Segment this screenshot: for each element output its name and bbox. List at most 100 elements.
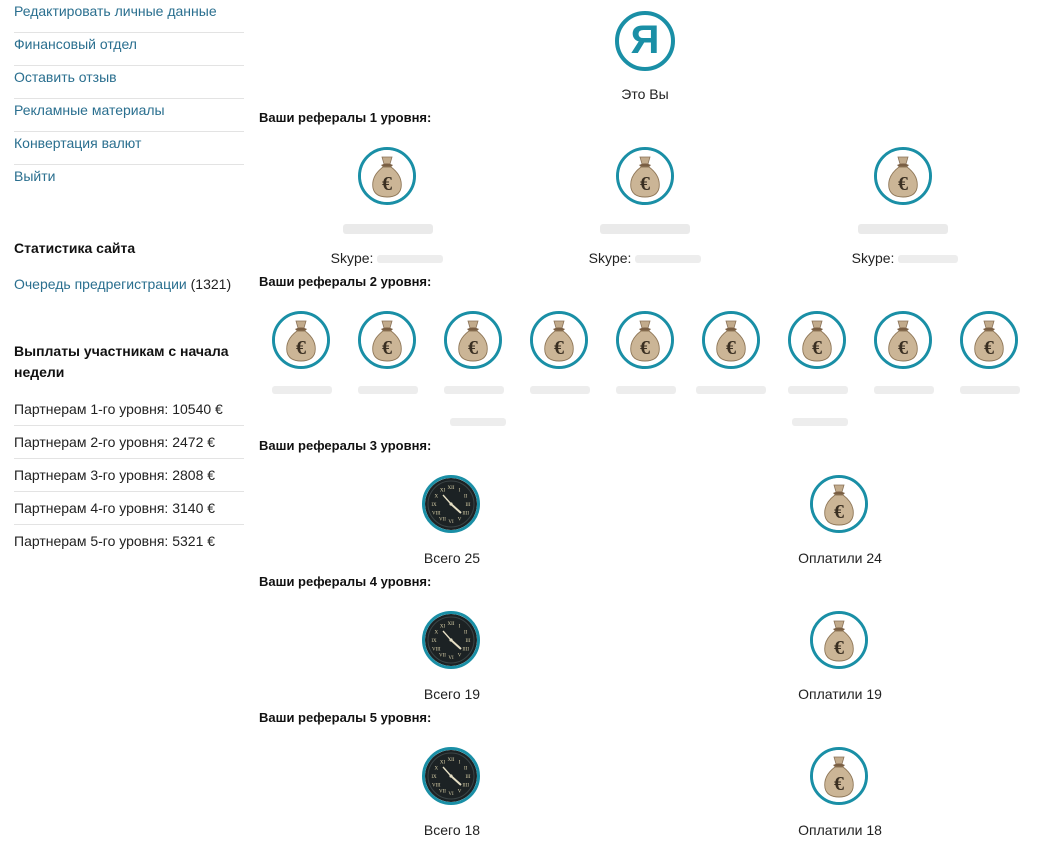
payout-level-3: Партнерам 3-го уровня: 2808 € xyxy=(14,459,244,492)
prereg-queue: Очередь предрегистрации (1321) xyxy=(14,273,244,295)
level-5-title: Ваши рефералы 5 уровня: xyxy=(259,710,432,725)
moneybag-euro-icon[interactable]: € xyxy=(616,311,674,369)
moneybag-euro-icon: € xyxy=(810,747,868,805)
svg-text:V: V xyxy=(458,654,462,659)
svg-text:VIII: VIII xyxy=(432,784,441,789)
you-caption: Это Вы xyxy=(621,86,669,102)
svg-text:VI: VI xyxy=(448,656,454,661)
payout-level-4: Партнерам 4-го уровня: 3140 € xyxy=(14,492,244,525)
svg-text:III: III xyxy=(466,775,471,780)
you-letter: Я xyxy=(630,18,660,62)
moneybag-euro-icon[interactable]: € xyxy=(530,311,588,369)
svg-text:XI: XI xyxy=(440,760,446,765)
svg-text:XI: XI xyxy=(440,488,446,493)
moneybag-euro-icon[interactable]: € xyxy=(358,147,416,205)
referral-skype: Skype: xyxy=(525,250,765,266)
skype-label: Skype: xyxy=(851,250,895,266)
svg-text:€: € xyxy=(834,637,844,659)
svg-text:€: € xyxy=(468,337,478,359)
svg-text:€: € xyxy=(382,173,392,195)
level-4-total: Всего 19 xyxy=(423,686,481,702)
blurred-referral-name xyxy=(358,386,418,394)
blurred-referral-name xyxy=(960,386,1020,394)
svg-text:II: II xyxy=(464,631,468,636)
blurred-referral-name xyxy=(600,224,690,234)
referral-skype: Skype: xyxy=(267,250,507,266)
svg-text:€: € xyxy=(640,173,650,195)
moneybag-euro-icon: € xyxy=(810,611,868,669)
svg-text:VIII: VIII xyxy=(432,512,441,517)
you-avatar: Я xyxy=(615,11,675,71)
moneybag-euro-icon[interactable]: € xyxy=(616,147,674,205)
blurred-referral-name xyxy=(788,386,848,394)
svg-text:V: V xyxy=(458,518,462,523)
svg-text:VIII: VIII xyxy=(432,648,441,653)
svg-text:XII: XII xyxy=(448,486,455,491)
moneybag-euro-icon[interactable]: € xyxy=(272,311,330,369)
blurred-referral-name xyxy=(616,386,676,394)
level-5-total: Всего 18 xyxy=(423,822,481,838)
svg-text:€: € xyxy=(834,501,844,523)
level-1-title: Ваши рефералы 1 уровня: xyxy=(259,110,432,125)
svg-text:€: € xyxy=(726,337,736,359)
menu-ad-materials[interactable]: Рекламные материалы xyxy=(14,99,244,132)
svg-text:VI: VI xyxy=(448,792,454,797)
skype-label: Skype: xyxy=(330,250,374,266)
moneybag-euro-icon[interactable]: € xyxy=(874,147,932,205)
menu-feedback[interactable]: Оставить отзыв xyxy=(14,66,244,99)
svg-text:€: € xyxy=(834,773,844,795)
menu-edit-profile[interactable]: Редактировать личные данные xyxy=(14,0,244,33)
svg-text:X: X xyxy=(434,631,438,636)
moneybag-euro-icon[interactable]: € xyxy=(960,311,1018,369)
payouts-heading: Выплаты участникам с начала недели xyxy=(14,343,229,380)
svg-text:€: € xyxy=(640,337,650,359)
moneybag-euro-icon[interactable]: € xyxy=(874,311,932,369)
svg-text:VII: VII xyxy=(439,518,446,523)
blurred-skype xyxy=(898,255,959,264)
svg-text:IIII: IIII xyxy=(462,784,469,789)
svg-text:III: III xyxy=(466,503,471,508)
svg-text:IX: IX xyxy=(431,775,437,780)
moneybag-euro-icon: € xyxy=(810,475,868,533)
payouts-list: Партнерам 1-го уровня: 10540 € Партнерам… xyxy=(14,393,244,558)
svg-text:I: I xyxy=(459,624,461,629)
svg-text:VII: VII xyxy=(439,790,446,795)
site-stats-heading: Статистика сайта xyxy=(14,240,136,256)
menu-currency-conversion[interactable]: Конвертация валют xyxy=(14,132,244,165)
level-3-title: Ваши рефералы 3 уровня: xyxy=(259,438,432,453)
svg-text:€: € xyxy=(812,337,822,359)
svg-text:V: V xyxy=(458,790,462,795)
blurred-referral-name xyxy=(874,386,934,394)
blurred-referral-name xyxy=(272,386,332,394)
blurred-skype xyxy=(377,255,444,264)
level-4-title: Ваши рефералы 4 уровня: xyxy=(259,574,432,589)
prereg-queue-link[interactable]: Очередь предрегистрации xyxy=(14,276,187,292)
svg-text:IX: IX xyxy=(431,639,437,644)
level-4-paid: Оплатили 19 xyxy=(798,686,882,702)
menu-logout[interactable]: Выйти xyxy=(14,168,56,184)
svg-text:€: € xyxy=(382,337,392,359)
svg-text:€: € xyxy=(554,337,564,359)
payout-level-1: Партнерам 1-го уровня: 10540 € xyxy=(14,393,244,426)
svg-text:€: € xyxy=(898,337,908,359)
svg-text:XI: XI xyxy=(440,624,446,629)
svg-text:II: II xyxy=(464,495,468,500)
svg-text:X: X xyxy=(434,767,438,772)
moneybag-euro-icon[interactable]: € xyxy=(358,311,416,369)
moneybag-euro-icon[interactable]: € xyxy=(444,311,502,369)
svg-text:IX: IX xyxy=(431,503,437,508)
blurred-referral-name xyxy=(858,224,948,234)
blurred-referral-name xyxy=(530,386,590,394)
sidebar-menu: Редактировать личные данные Финансовый о… xyxy=(14,0,244,198)
moneybag-euro-icon[interactable]: € xyxy=(702,311,760,369)
level-5-paid: Оплатили 18 xyxy=(798,822,882,838)
svg-text:IIII: IIII xyxy=(462,648,469,653)
moneybag-euro-icon[interactable]: € xyxy=(788,311,846,369)
blurred-skype xyxy=(635,255,702,264)
menu-finance[interactable]: Финансовый отдел xyxy=(14,33,244,66)
svg-text:X: X xyxy=(434,495,438,500)
svg-text:XII: XII xyxy=(448,758,455,763)
